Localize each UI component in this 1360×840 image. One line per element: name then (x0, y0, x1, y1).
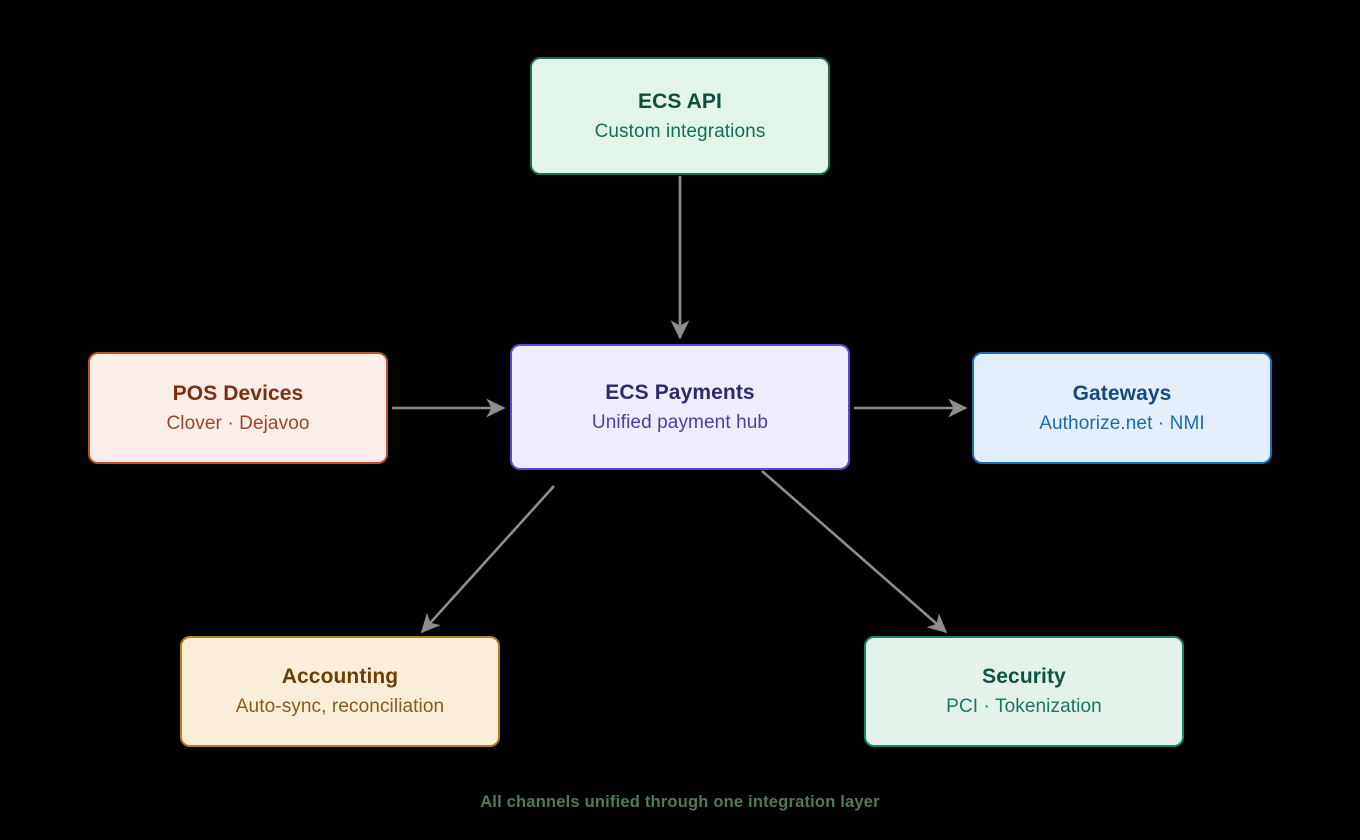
node-subtitle: Clover · Dejavoo (166, 412, 310, 434)
node-security[interactable]: Security PCI · Tokenization (864, 636, 1184, 747)
node-accounting[interactable]: Accounting Auto-sync, reconciliation (180, 636, 500, 747)
diagram-caption: All channels unified through one integra… (480, 793, 880, 811)
edge-hub-to-accounting (420, 485, 555, 634)
node-title: ECS API (638, 89, 722, 113)
node-title: ECS Payments (605, 380, 755, 404)
node-subtitle: Unified payment hub (591, 411, 769, 433)
node-subtitle: Custom integrations (594, 120, 766, 142)
node-ecs-payments[interactable]: ECS Payments Unified payment hub (510, 344, 850, 470)
node-subtitle: Auto-sync, reconciliation (235, 696, 445, 718)
edge-hub-to-security (761, 470, 948, 634)
node-pos-devices[interactable]: POS Devices Clover · Dejavoo (88, 352, 388, 464)
node-title: Gateways (1072, 381, 1172, 405)
node-title: POS Devices (172, 381, 304, 405)
node-title: Accounting (281, 665, 399, 688)
node-subtitle: Authorize.net · NMI (1039, 412, 1205, 434)
node-subtitle: PCI · Tokenization (946, 696, 1102, 718)
node-ecs-api[interactable]: ECS API Custom integrations (530, 57, 830, 175)
node-gateways[interactable]: Gateways Authorize.net · NMI (972, 352, 1272, 464)
node-title: Security (982, 665, 1066, 688)
